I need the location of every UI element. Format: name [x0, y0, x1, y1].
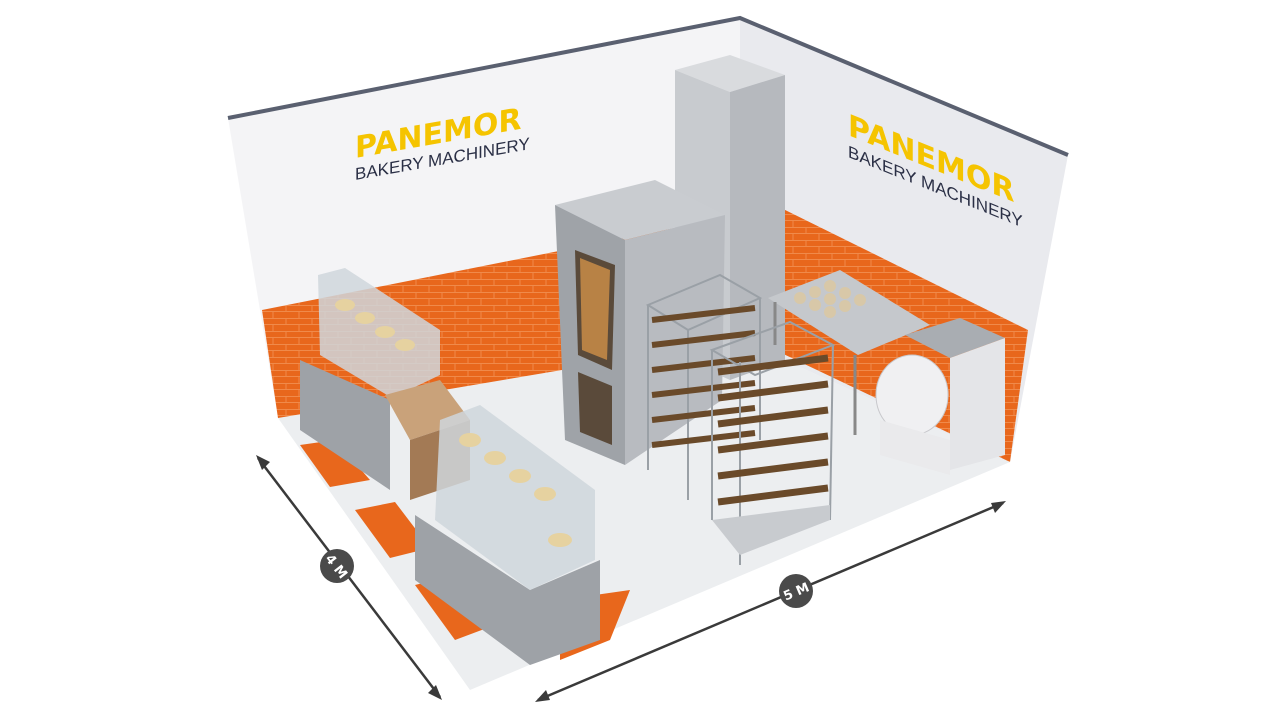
arrow-head-icon [256, 455, 270, 470]
spiral-mixer [875, 318, 1005, 475]
dimension-arrow-line [537, 501, 1004, 702]
rack-oven [555, 180, 725, 465]
dimension-depth: 4 M [256, 455, 442, 700]
wall-top-edge [227, 15, 1069, 157]
bread-rack-back [645, 273, 763, 500]
arrow-head-icon [428, 685, 442, 700]
arrow-head-icon [991, 501, 1006, 513]
display-counter-back [300, 268, 440, 490]
dimension-badge [320, 549, 354, 583]
dimension-width: 5 M [535, 501, 1006, 702]
display-counter-front [415, 405, 600, 665]
dimension-badge [779, 574, 813, 608]
arrow-head-icon [535, 690, 550, 702]
work-table [768, 270, 930, 435]
bread-rack-front [709, 320, 836, 565]
